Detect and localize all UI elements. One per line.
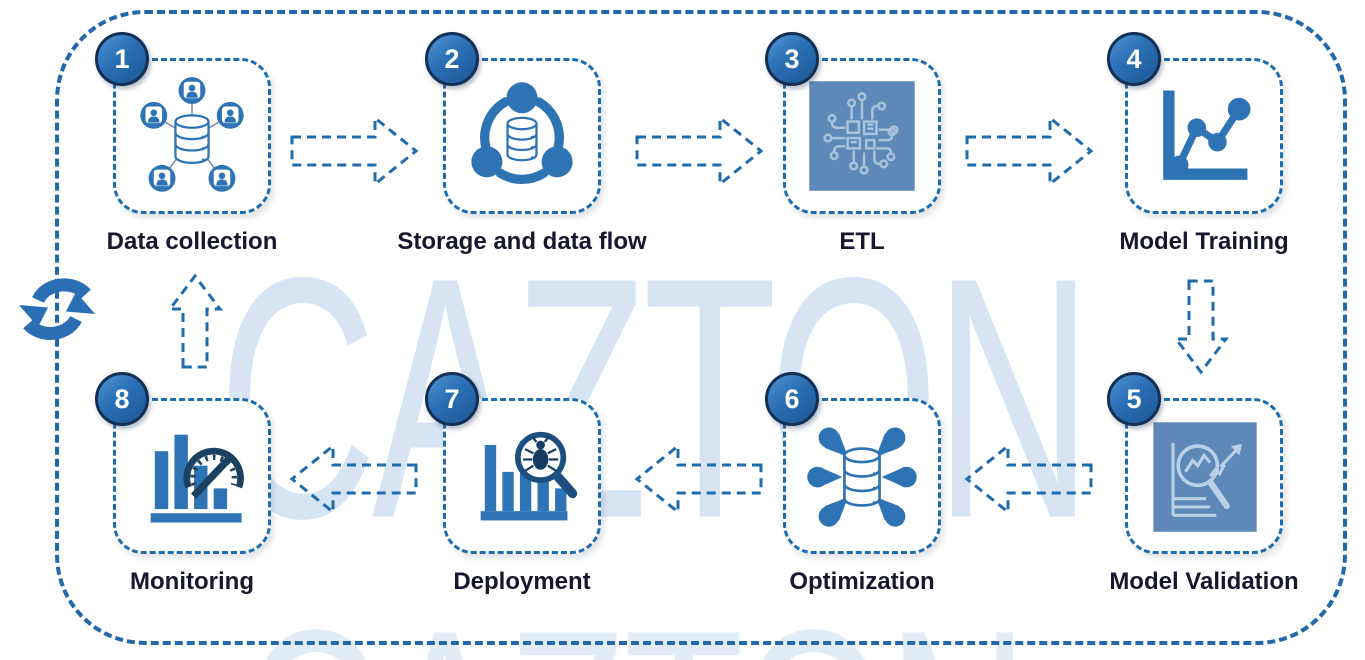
step-2-storage-data-flow: 2 Storage and data flow bbox=[397, 32, 647, 255]
step-4-badge: 4 bbox=[1107, 32, 1161, 86]
arrow-2-3-icon bbox=[635, 114, 764, 188]
step-6-box bbox=[783, 398, 941, 554]
step-6-optimization: 6 bbox=[765, 372, 941, 595]
step-5-model-validation: 5 Model Validation bbox=[1107, 372, 1299, 595]
step-3-badge: 3 bbox=[765, 32, 819, 86]
step-3-etl: 3 bbox=[765, 32, 941, 255]
step-2-box bbox=[443, 58, 601, 214]
step-5-badge: 5 bbox=[1107, 372, 1161, 426]
step-4-model-training: 4 Model Training bbox=[1107, 32, 1289, 255]
storage-share-icon bbox=[471, 82, 573, 184]
step-1-data-collection: 1 bbox=[95, 32, 277, 255]
step-7-badge: 7 bbox=[425, 372, 479, 426]
step-6-badge: 6 bbox=[765, 372, 819, 426]
etl-chip-icon bbox=[809, 81, 915, 191]
optimization-database-icon bbox=[807, 427, 917, 527]
arrow-8-1-icon bbox=[166, 273, 224, 369]
brand-watermark: CAZTON bbox=[218, 205, 1093, 590]
step-1-box bbox=[113, 58, 271, 214]
arrow-7-8-icon bbox=[289, 442, 418, 516]
step-2-label: Storage and data flow bbox=[397, 228, 647, 255]
arrow-5-6-icon bbox=[964, 442, 1093, 516]
step-4-label: Model Training bbox=[1119, 228, 1289, 255]
data-collection-icon bbox=[140, 77, 244, 192]
deployment-bug-scan-icon bbox=[480, 431, 578, 521]
step-1-badge: 1 bbox=[95, 32, 149, 86]
step-3-box bbox=[783, 58, 941, 214]
step-8-box bbox=[113, 398, 271, 554]
model-validation-icon bbox=[1153, 422, 1257, 532]
arrow-4-5-icon bbox=[1172, 279, 1230, 375]
arrow-1-2-icon bbox=[290, 114, 419, 188]
step-8-badge: 8 bbox=[95, 372, 149, 426]
arrow-6-7-icon bbox=[634, 442, 763, 516]
step-7-box bbox=[443, 398, 601, 554]
model-training-chart-icon bbox=[1163, 90, 1251, 180]
step-1-label: Data collection bbox=[106, 228, 278, 255]
step-7-label: Deployment bbox=[453, 568, 591, 595]
step-2-badge: 2 bbox=[425, 32, 479, 86]
step-7-deployment: 7 bbox=[425, 372, 601, 595]
cycle-refresh-icon bbox=[19, 278, 95, 340]
monitoring-gauge-icon bbox=[150, 434, 244, 523]
step-6-label: Optimization bbox=[789, 568, 935, 595]
step-4-box bbox=[1125, 58, 1283, 214]
arrow-3-4-icon bbox=[965, 114, 1094, 188]
step-5-label: Model Validation bbox=[1109, 568, 1299, 595]
step-3-label: ETL bbox=[839, 228, 885, 255]
step-8-label: Monitoring bbox=[130, 568, 254, 595]
step-5-box bbox=[1125, 398, 1283, 554]
step-8-monitoring: 8 Monitoring bbox=[95, 372, 271, 595]
brand-watermark-clipped: CAZTON bbox=[240, 585, 1183, 660]
